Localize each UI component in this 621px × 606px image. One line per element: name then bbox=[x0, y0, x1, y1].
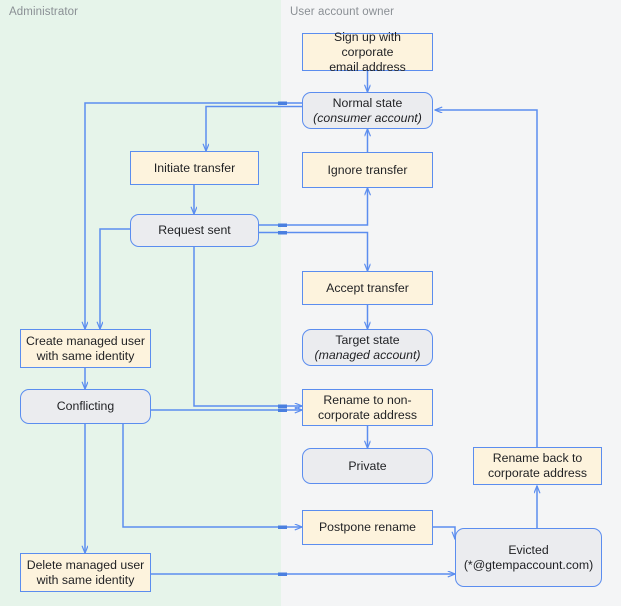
edge-junction-marker bbox=[278, 223, 287, 227]
node-rename-to-noncorporate-line2: corporate address bbox=[317, 407, 418, 422]
node-rename-to-noncorporate-line1: Rename to non- bbox=[323, 392, 412, 407]
node-create-managed-user-line2: with same identity bbox=[36, 348, 135, 363]
edge-request-sent-to-create-managed bbox=[100, 228, 130, 329]
node-postpone-rename-label: Postpone rename bbox=[318, 520, 417, 534]
node-rename-to-noncorporate[interactable]: Rename to non- corporate address bbox=[302, 389, 433, 426]
node-request-sent[interactable]: Request sent bbox=[130, 214, 259, 247]
node-request-sent-label: Request sent bbox=[158, 223, 231, 237]
node-accept-transfer-label: Accept transfer bbox=[326, 280, 409, 295]
node-target-state-line2: (managed account) bbox=[314, 347, 421, 362]
node-initiate-transfer[interactable]: Initiate transfer bbox=[130, 151, 259, 185]
node-sign-up-line2: email address bbox=[329, 59, 406, 74]
node-postpone-rename[interactable]: Postpone rename bbox=[302, 510, 433, 545]
node-ignore-transfer-label: Ignore transfer bbox=[327, 162, 408, 177]
swimlane-label-administrator: Administrator bbox=[9, 6, 79, 18]
node-private[interactable]: Private bbox=[302, 448, 433, 484]
node-rename-back-to-corporate[interactable]: Rename back to corporate address bbox=[473, 447, 602, 485]
edge-junction-marker bbox=[278, 525, 287, 529]
node-rename-back-to-corporate-line2: corporate address bbox=[487, 466, 588, 480]
edge-conflicting-to-postpone bbox=[122, 424, 302, 527]
node-delete-managed-user-line1: Delete managed user bbox=[26, 557, 145, 572]
edge-junction-marker bbox=[278, 231, 287, 235]
edge-junction-marker bbox=[278, 404, 287, 408]
edge-rename-back-to-normal-state bbox=[435, 110, 538, 447]
node-ignore-transfer[interactable]: Ignore transfer bbox=[302, 152, 433, 188]
edge-postpone-to-evicted bbox=[433, 526, 455, 539]
edge-request-sent-to-rename-noncorp bbox=[193, 247, 302, 406]
edge-normal-state-to-create-managed bbox=[85, 102, 302, 329]
node-private-label: Private bbox=[348, 458, 387, 473]
node-rename-back-to-corporate-line1: Rename back to bbox=[492, 451, 583, 465]
node-normal-state-line1: Normal state bbox=[332, 95, 403, 110]
swimlane-administrator: Administrator bbox=[0, 0, 281, 606]
node-sign-up-line1: Sign up with corporate bbox=[334, 29, 401, 59]
edge-junction-marker bbox=[278, 101, 287, 105]
node-conflicting[interactable]: Conflicting bbox=[20, 389, 151, 424]
node-normal-state[interactable]: Normal state (consumer account) bbox=[302, 92, 433, 129]
node-delete-managed-user[interactable]: Delete managed user with same identity bbox=[20, 553, 151, 592]
node-target-state[interactable]: Target state (managed account) bbox=[302, 329, 433, 366]
edge-junction-marker bbox=[278, 572, 287, 576]
node-initiate-transfer-label: Initiate transfer bbox=[153, 160, 236, 175]
node-conflicting-label: Conflicting bbox=[56, 399, 115, 413]
node-create-managed-user[interactable]: Create managed user with same identity bbox=[20, 329, 151, 368]
node-sign-up[interactable]: Sign up with corporate email address bbox=[302, 29, 433, 74]
node-target-state-line1: Target state bbox=[335, 332, 400, 347]
edge-request-sent-to-ignore bbox=[258, 188, 368, 226]
swimlane-label-user-account-owner: User account owner bbox=[290, 6, 395, 18]
node-accept-transfer[interactable]: Accept transfer bbox=[302, 271, 433, 305]
node-delete-managed-user-line2: with same identity bbox=[36, 572, 135, 587]
node-evicted[interactable]: Evicted (*@gtempaccount.com) bbox=[455, 528, 602, 587]
node-evicted-line1: Evicted bbox=[508, 542, 549, 557]
node-normal-state-line2: (consumer account) bbox=[313, 110, 422, 125]
edge-request-sent-to-accept bbox=[258, 231, 368, 272]
node-create-managed-user-line1: Create managed user bbox=[26, 333, 145, 348]
edge-normal-state-to-initiate bbox=[206, 105, 302, 152]
edge-junction-marker bbox=[278, 408, 287, 412]
node-evicted-line2: (*@gtempaccount.com) bbox=[463, 557, 594, 572]
